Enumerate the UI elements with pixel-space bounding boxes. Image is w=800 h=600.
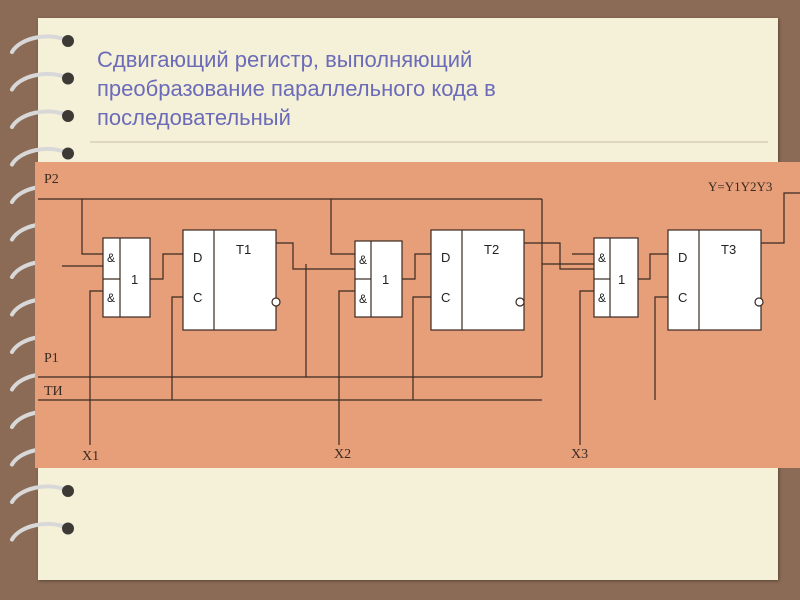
label-ti: ТИ [44, 384, 63, 399]
slide-title: Сдвигающий регистр, выполняющий преобраз… [97, 45, 737, 132]
binding-hole [62, 110, 74, 122]
g1-and-bottom: & [107, 291, 115, 305]
gate-g3: & & 1 [593, 237, 639, 318]
trigger-t2: D C T2 [430, 229, 525, 331]
wire-p2-g2 [330, 199, 355, 255]
wire-p2-g1 [81, 199, 103, 255]
binding-hole [62, 485, 74, 497]
gate-g2: & & 1 [354, 240, 403, 318]
g2-and-top: & [359, 253, 367, 267]
wire-g1-t1 [150, 253, 183, 280]
binding-hole [62, 35, 74, 47]
wire-t2-g3 [524, 242, 594, 270]
gate-g1: & & 1 [102, 237, 151, 318]
title-line-2: преобразование параллельного кода в [97, 76, 496, 101]
g2-and-bottom: & [359, 292, 367, 306]
t3-d-label: D [678, 250, 687, 265]
g3-and-bottom: & [598, 291, 606, 305]
g2-or: 1 [382, 272, 389, 287]
t3-name: T3 [721, 242, 736, 257]
t3-inverted-output [754, 297, 764, 307]
shift-register-diagram: & & 1 & & 1 & & 1 D C T1 D C T2 [35, 162, 800, 468]
label-p1: P1 [44, 351, 59, 366]
binding-hole [62, 147, 74, 160]
label-x3: X3 [571, 447, 588, 462]
t1-inverted-output [271, 297, 281, 307]
t2-d-label: D [441, 250, 450, 265]
label-p2: P2 [44, 172, 59, 187]
g3-or: 1 [618, 272, 625, 287]
wire-t1-g2 [276, 242, 355, 270]
trigger-t3: D C T3 [667, 229, 764, 331]
circuit-schematic: & & 1 & & 1 & & 1 D C T1 D C T2 [38, 172, 800, 464]
wire-x1 [89, 290, 103, 445]
wire-x3 [579, 290, 594, 445]
wire-ti-t2 [412, 296, 431, 400]
wire-ti-t3 [654, 296, 668, 400]
binding-ring [10, 146, 68, 167]
binding-ring [10, 484, 68, 504]
wire-g2-t2 [402, 253, 431, 280]
wire-p1-g3 [541, 263, 594, 377]
label-output: Y=Y1Y2Y3 [708, 179, 772, 194]
g3-and-top: & [598, 251, 606, 265]
binding-ring [10, 521, 68, 542]
binding-hole [62, 72, 74, 85]
t1-c-label: C [193, 290, 202, 305]
binding-ring [10, 71, 68, 92]
t2-name: T2 [484, 242, 499, 257]
t1-d-label: D [193, 250, 202, 265]
wire-ti-t1 [171, 296, 183, 400]
t2-inverted-output [515, 297, 525, 307]
t3-c-label: C [678, 290, 687, 305]
t1-name: T1 [236, 242, 251, 257]
title-line-3: последовательный [97, 105, 291, 130]
title-line-1: Сдвигающий регистр, выполняющий [97, 47, 473, 72]
label-x2: X2 [334, 447, 351, 462]
binding-ring [10, 34, 68, 54]
title-divider [90, 141, 768, 143]
wire-x2 [338, 290, 355, 445]
g1-or: 1 [131, 272, 138, 287]
binding-hole [62, 522, 74, 535]
g1-and-top: & [107, 251, 115, 265]
trigger-t1: D C T1 [182, 229, 281, 331]
wire-t3-out [761, 192, 800, 244]
wire-g3-t3 [638, 253, 668, 280]
binding-ring [10, 109, 68, 129]
label-x1: X1 [82, 449, 99, 464]
t2-c-label: C [441, 290, 450, 305]
